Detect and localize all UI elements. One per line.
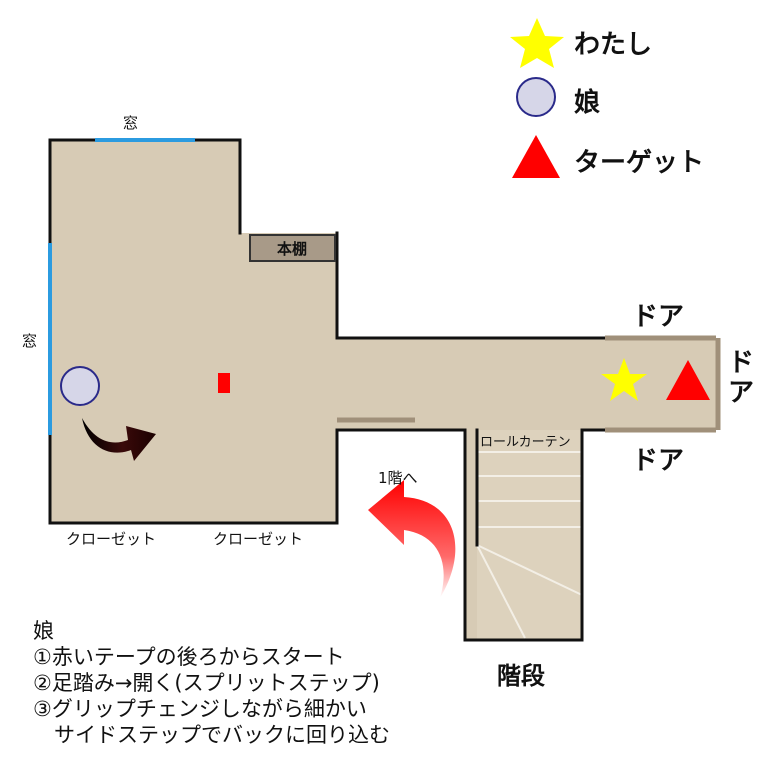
legend-triangle-icon: [512, 135, 560, 178]
legend-target-label: ターゲット: [574, 148, 705, 178]
notes-heading: 娘: [33, 619, 54, 643]
red-up-arrow: [368, 480, 456, 598]
window-left-label: 窓: [22, 332, 38, 350]
legend-star-icon: [510, 18, 564, 68]
door-right-label: ドア: [728, 348, 755, 408]
door-strips: [337, 335, 721, 433]
red-tape: [218, 373, 230, 393]
bookshelf: [249, 234, 336, 262]
target-triangle-marker: [666, 360, 710, 400]
curved-dark-arrow: [82, 418, 156, 461]
me-star-marker: [601, 358, 647, 401]
notes-line-1: ①赤いテープの後ろからスタート: [33, 645, 345, 669]
closet-right-label: クローゼット: [213, 530, 304, 548]
door-bottom-label: ドア: [632, 446, 685, 476]
stairs-area: [477, 430, 582, 640]
notes: 娘 ①赤いテープの後ろからスタート ②足踏み→開く(スプリットステップ) ③グリ…: [33, 618, 390, 748]
notes-line-3: ③グリップチェンジしながら細かい: [33, 697, 367, 721]
roll-curtain-label: ロールカーテン: [480, 435, 571, 450]
legend-me-label: わたし: [574, 30, 653, 60]
closet-left-label: クローゼット: [66, 530, 157, 548]
daughter-marker: [60, 366, 100, 406]
legend-daughter-icon: [516, 77, 556, 117]
legend-daughter-label: 娘: [574, 88, 601, 118]
notes-line-2: ②足踏み→開く(スプリットステップ): [33, 671, 380, 695]
notes-line-4: サイドステップでバックに回り込む: [33, 723, 390, 747]
to-first-floor-label: 1階へ: [378, 469, 418, 487]
stair-treads: [476, 451, 583, 639]
door-top-label: ドア: [632, 302, 685, 332]
walls: [48, 138, 607, 642]
window-top-label: 窓: [123, 114, 139, 132]
stairs-label: 階段: [497, 662, 545, 690]
bookshelf-label: 本棚: [277, 240, 308, 258]
